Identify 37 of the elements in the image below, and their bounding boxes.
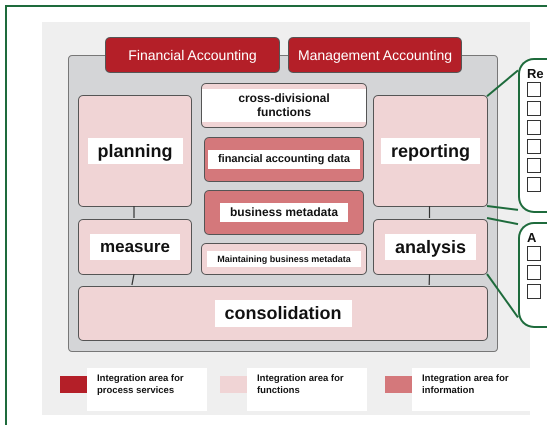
node-label: Re <box>527 66 544 81</box>
leader-line <box>486 205 518 211</box>
callout-box <box>518 58 547 213</box>
node-label: reporting <box>381 138 480 164</box>
node-label: measure <box>90 234 180 260</box>
function-box <box>78 286 488 341</box>
node-label: Financial Accounting <box>128 47 257 63</box>
leader-line <box>486 70 519 97</box>
legend-label: Integration area for functions <box>247 368 367 411</box>
node-label: planning <box>88 138 182 164</box>
process-box <box>105 37 280 73</box>
function-box <box>78 95 192 207</box>
connector-line <box>428 274 430 286</box>
leader-line <box>486 273 519 318</box>
callout-box <box>518 222 547 328</box>
connector-line <box>131 274 135 286</box>
node-label: cross-divisional functions <box>202 88 366 122</box>
node-label: consolidation <box>214 300 352 327</box>
node-label: business metadata <box>220 202 348 222</box>
function-box <box>373 95 488 207</box>
legend-label: Integration area for information <box>412 368 532 411</box>
connector-line <box>428 206 430 218</box>
function-box <box>373 219 488 275</box>
leader-line <box>486 217 518 226</box>
node-label: financial accounting data <box>208 150 360 169</box>
node-label: analysis <box>384 234 476 260</box>
function-box <box>201 83 367 128</box>
node-label: Maintaining business metadata <box>207 250 361 268</box>
function-box <box>78 219 192 275</box>
function-box <box>201 243 367 275</box>
process-box <box>288 37 462 73</box>
connector-line <box>133 206 135 218</box>
legend-label: Integration area for process services <box>87 368 207 411</box>
information-box <box>204 190 364 235</box>
node-label: A <box>527 230 536 245</box>
node-label: Management Accounting <box>298 47 452 63</box>
information-box <box>204 137 364 182</box>
